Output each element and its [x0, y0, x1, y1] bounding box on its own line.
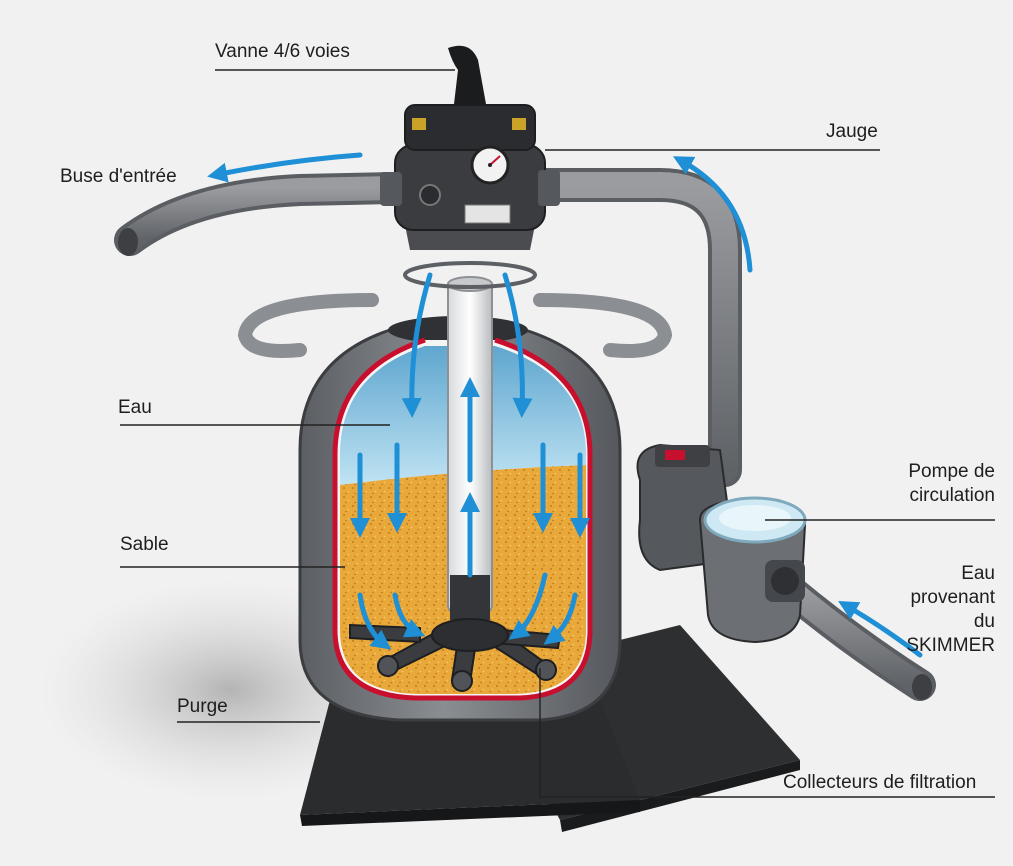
circulation-pump — [636, 443, 807, 644]
label-purge: Purge — [177, 696, 228, 717]
flow-arrow-icon — [207, 152, 923, 658]
multiport-valve — [380, 104, 560, 250]
label-skimmer-line-1: Eau — [961, 563, 995, 584]
tank-pedestal — [300, 700, 640, 826]
label-skimmer-line-3: du — [973, 611, 995, 632]
label-pump-line-1: Pompe de — [908, 461, 995, 482]
label-skimmer-line-4: SKIMMER — [906, 635, 995, 656]
leader-lines — [120, 69, 995, 798]
o-ring — [403, 261, 537, 289]
label-pump-line-2: circulation — [909, 485, 995, 506]
label-inlet-nozzle: Buse d'entrée — [60, 166, 177, 187]
clamp-left — [237, 293, 379, 358]
label-collectors: Collecteurs de filtration — [783, 772, 977, 793]
label-pump: Pompe de circulation — [908, 460, 995, 508]
label-water: Eau — [118, 397, 152, 418]
label-gauge: Jauge — [826, 121, 878, 142]
label-sand: Sable — [120, 534, 169, 555]
valve-handle-icon — [448, 45, 486, 104]
pressure-gauge-icon — [470, 145, 510, 185]
clamp-right — [533, 293, 673, 358]
label-valve: Vanne 4/6 voies — [215, 41, 350, 62]
label-skimmer-water: Eau provenant du SKIMMER — [906, 562, 995, 658]
label-skimmer-line-2: provenant — [910, 587, 995, 608]
